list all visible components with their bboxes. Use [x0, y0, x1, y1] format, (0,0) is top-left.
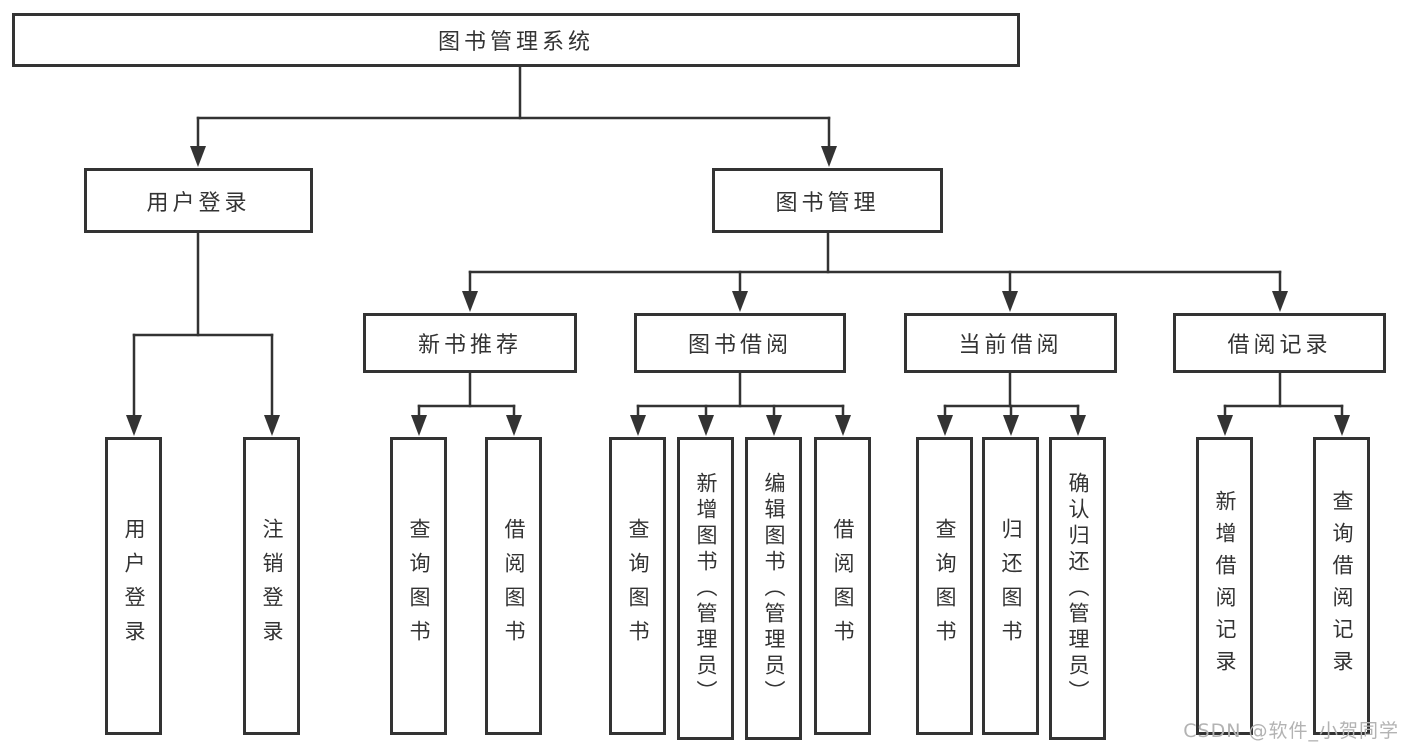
- leaf-add-book-admin: 新增图书（管理员）: [677, 437, 734, 740]
- node-user-login: 用户登录: [84, 168, 313, 233]
- leaf-return-book: 归还图书: [982, 437, 1039, 735]
- node-label: 图书管理系统: [437, 30, 594, 55]
- leaf-label: 查询图书: [933, 518, 957, 654]
- node-label: 当前借阅: [958, 333, 1063, 358]
- node-label: 借阅记录: [1227, 333, 1332, 358]
- leaf-label: 查询图书: [626, 518, 650, 654]
- leaf-edit-book-admin: 编辑图书（管理员）: [745, 437, 802, 740]
- leaf-label: 用户登录: [122, 518, 146, 654]
- leaf-label: 新增借阅记录: [1213, 490, 1237, 682]
- node-label: 图书管理: [775, 190, 880, 216]
- node-label: 用户登录: [146, 190, 251, 216]
- leaf-query-books-recommend: 查询图书: [390, 437, 447, 735]
- node-book-management: 图书管理: [712, 168, 943, 233]
- leaf-label: 借阅图书: [831, 518, 855, 654]
- leaf-user-login: 用户登录: [105, 437, 162, 735]
- leaf-label: 编辑图书（管理员）: [762, 471, 786, 706]
- node-book-borrowing: 图书借阅: [634, 313, 846, 373]
- leaf-add-borrow-record: 新增借阅记录: [1196, 437, 1253, 735]
- leaf-borrow-books-recommend: 借阅图书: [485, 437, 542, 735]
- node-library-system: 图书管理系统: [12, 13, 1020, 67]
- node-new-book-recommend: 新书推荐: [363, 313, 577, 373]
- leaf-query-borrow-record: 查询借阅记录: [1313, 437, 1370, 735]
- leaf-borrow-books-borrowing: 借阅图书: [814, 437, 871, 735]
- leaf-confirm-return-admin: 确认归还（管理员）: [1049, 437, 1106, 740]
- leaf-label: 借阅图书: [502, 518, 526, 654]
- leaf-label: 查询图书: [407, 518, 431, 654]
- node-borrowing-records: 借阅记录: [1173, 313, 1386, 373]
- node-current-borrowing: 当前借阅: [904, 313, 1117, 373]
- leaf-query-books-current: 查询图书: [916, 437, 973, 735]
- leaf-logout: 注销登录: [243, 437, 300, 735]
- leaf-label: 归还图书: [999, 518, 1023, 654]
- leaf-label: 查询借阅记录: [1330, 490, 1354, 682]
- node-label: 图书借阅: [687, 333, 792, 358]
- leaf-label: 确认归还（管理员）: [1066, 471, 1090, 706]
- leaf-label: 注销登录: [260, 518, 284, 654]
- arrowhead-icons: [126, 146, 1350, 436]
- csdn-watermark: CSDN @软件_小贺同学: [1183, 720, 1399, 742]
- leaf-label: 新增图书（管理员）: [694, 471, 718, 706]
- node-label: 新书推荐: [417, 333, 522, 358]
- leaf-query-books-borrowing: 查询图书: [609, 437, 666, 735]
